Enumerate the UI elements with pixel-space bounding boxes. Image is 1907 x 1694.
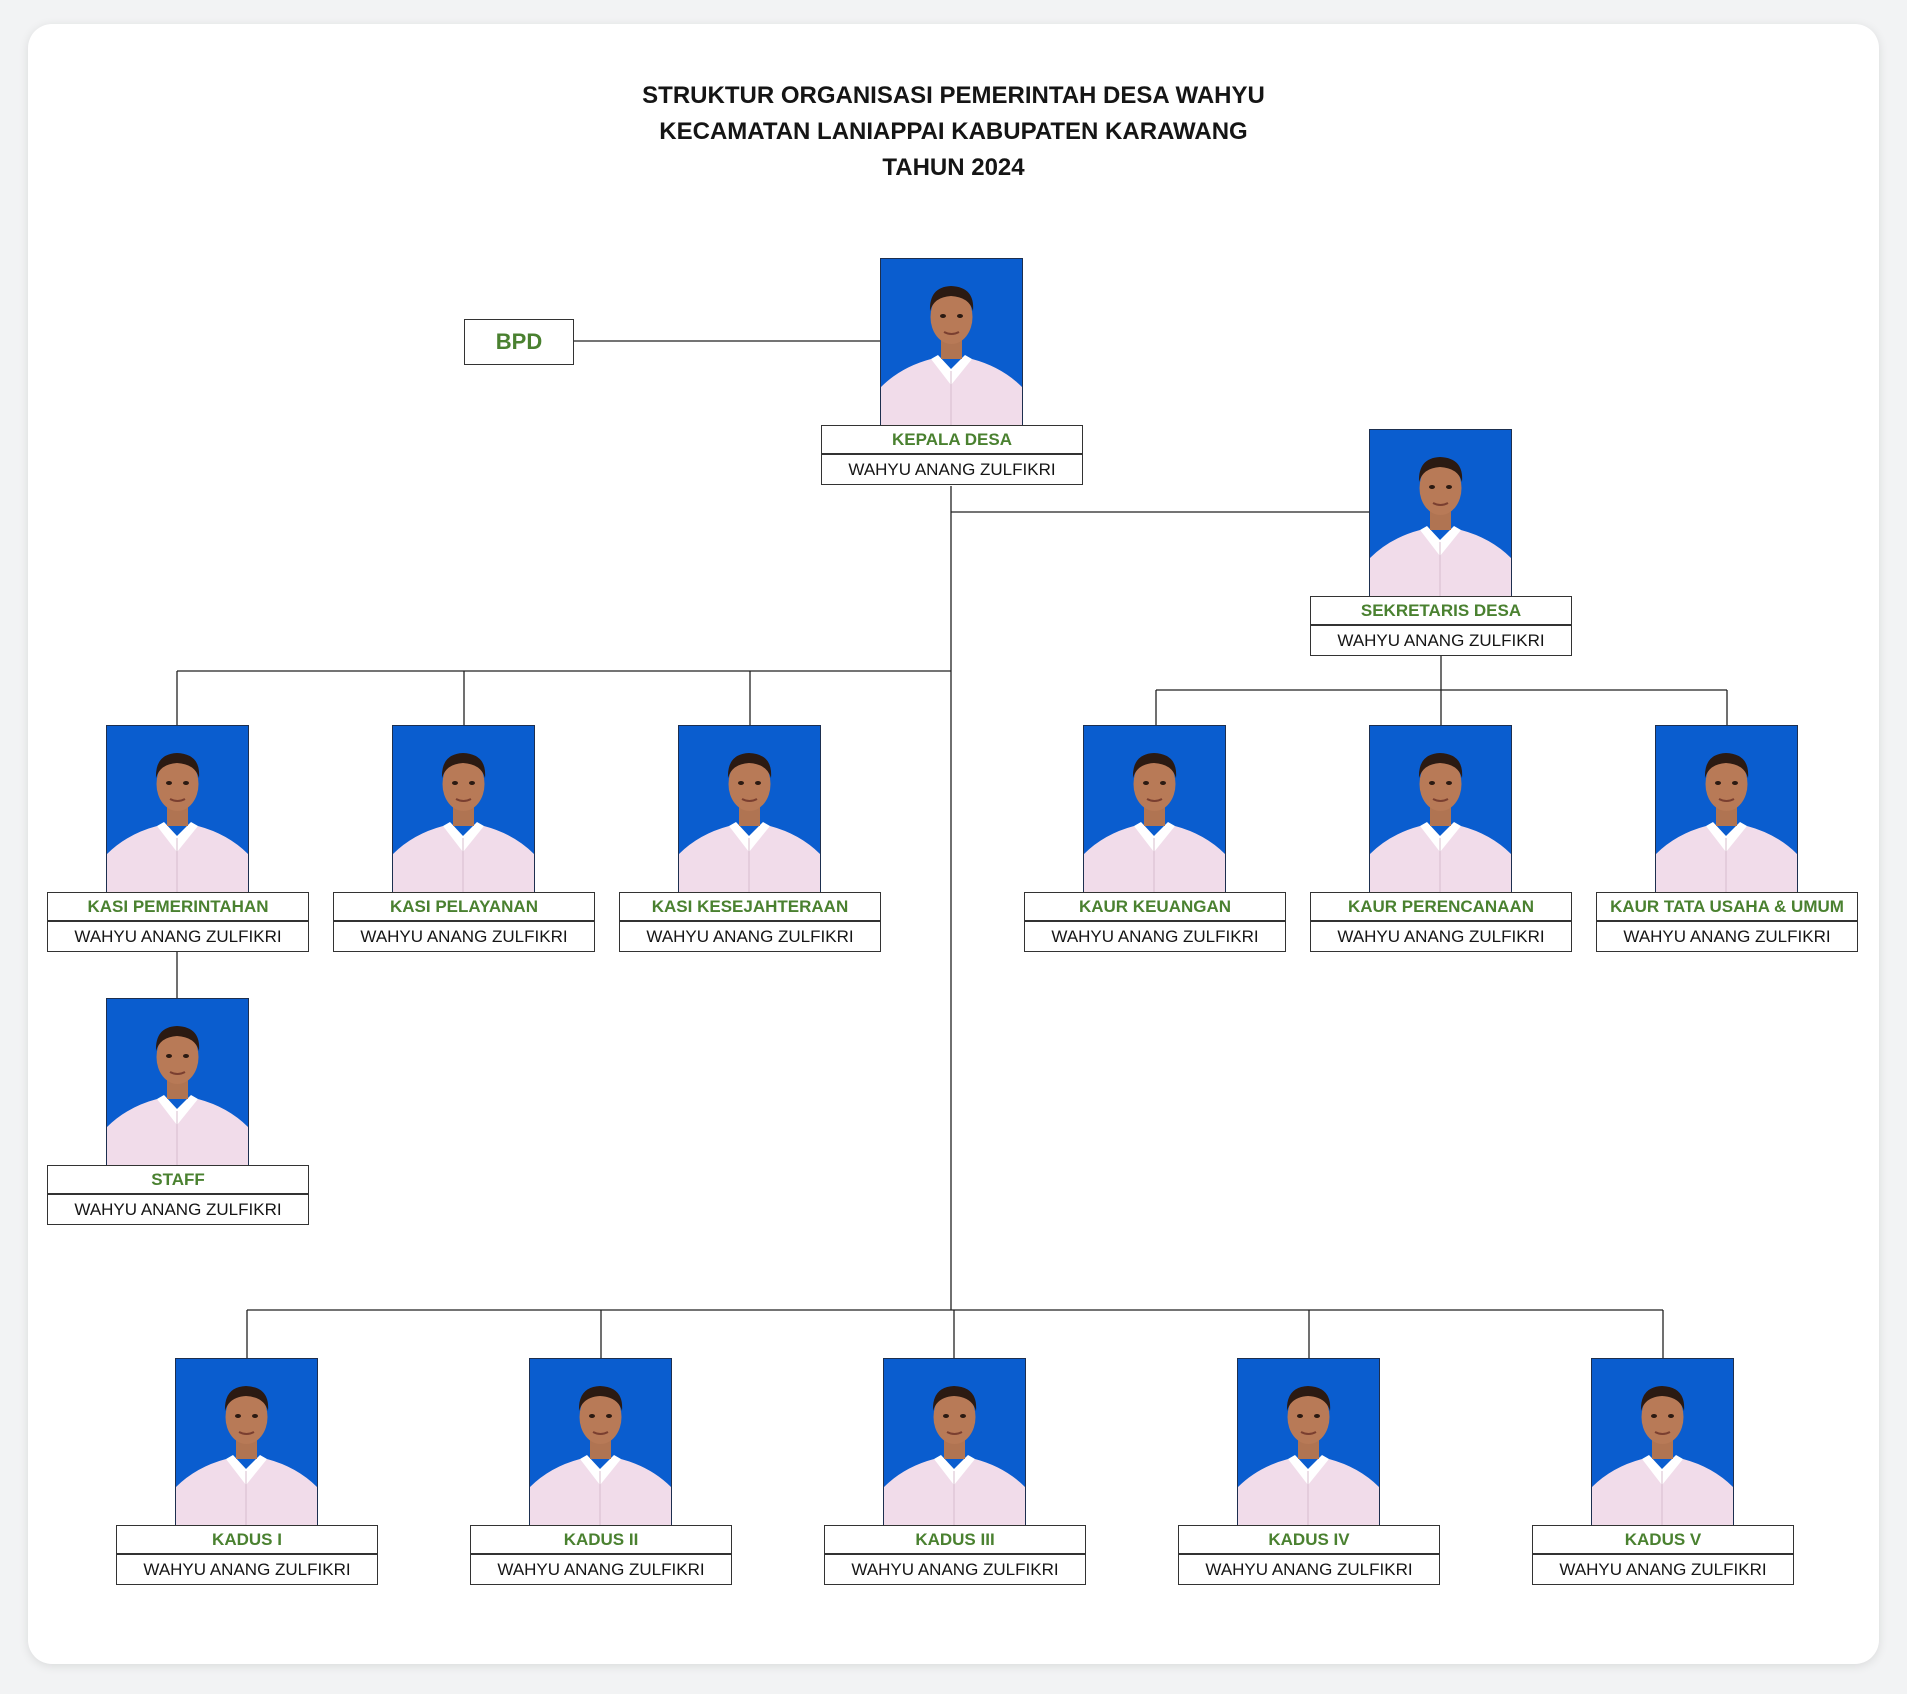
person-name: WAHYU ANANG ZULFIKRI — [1532, 1554, 1794, 1585]
node-kaur-keuangan: KAUR KEUANGAN WAHYU ANANG ZULFIKRI — [1024, 725, 1286, 952]
box-divider — [1178, 1553, 1440, 1554]
node-kaur-tata-usaha: KAUR TATA USAHA & UMUM WAHYU ANANG ZULFI… — [1596, 725, 1858, 952]
person-photo — [175, 1358, 318, 1527]
position-title: SEKRETARIS DESA — [1310, 596, 1572, 625]
box-divider — [824, 1553, 1086, 1554]
box-divider — [1024, 920, 1286, 921]
position-title: KASI PELAYANAN — [333, 892, 595, 921]
position-title: STAFF — [47, 1165, 309, 1194]
person-name: WAHYU ANANG ZULFIKRI — [821, 454, 1083, 485]
person-photo — [106, 998, 249, 1167]
position-title: KADUS V — [1532, 1525, 1794, 1554]
person-photo — [880, 258, 1023, 427]
box-divider — [821, 453, 1083, 454]
person-name: WAHYU ANANG ZULFIKRI — [1310, 921, 1572, 952]
node-kaur-perencanaan: KAUR PERENCANAAN WAHYU ANANG ZULFIKRI — [1310, 725, 1572, 952]
bpd-box: BPD — [464, 319, 574, 365]
node-staff: STAFF WAHYU ANANG ZULFIKRI — [47, 998, 309, 1225]
node-kasi-pemerintahan: KASI PEMERINTAHAN WAHYU ANANG ZULFIKRI — [47, 725, 309, 952]
person-name: WAHYU ANANG ZULFIKRI — [824, 1554, 1086, 1585]
node-kadus-1: KADUS I WAHYU ANANG ZULFIKRI — [116, 1358, 378, 1585]
node-kasi-kesejahteraan: KASI KESEJAHTERAAN WAHYU ANANG ZULFIKRI — [619, 725, 881, 952]
node-kasi-pelayanan: KASI PELAYANAN WAHYU ANANG ZULFIKRI — [333, 725, 595, 952]
person-photo — [1369, 429, 1512, 598]
box-divider — [1532, 1553, 1794, 1554]
position-title: KAUR TATA USAHA & UMUM — [1596, 892, 1858, 921]
person-name: WAHYU ANANG ZULFIKRI — [619, 921, 881, 952]
person-name: WAHYU ANANG ZULFIKRI — [116, 1554, 378, 1585]
person-name: WAHYU ANANG ZULFIKRI — [1178, 1554, 1440, 1585]
person-name: WAHYU ANANG ZULFIKRI — [47, 921, 309, 952]
position-title: KADUS II — [470, 1525, 732, 1554]
person-name: WAHYU ANANG ZULFIKRI — [1596, 921, 1858, 952]
box-divider — [1596, 920, 1858, 921]
node-kadus-5: KADUS V WAHYU ANANG ZULFIKRI — [1532, 1358, 1794, 1585]
box-divider — [619, 920, 881, 921]
person-photo — [1655, 725, 1798, 894]
position-title: KADUS I — [116, 1525, 378, 1554]
person-name: WAHYU ANANG ZULFIKRI — [1024, 921, 1286, 952]
position-title: KEPALA DESA — [821, 425, 1083, 454]
node-kepala-desa: KEPALA DESA WAHYU ANANG ZULFIKRI — [821, 258, 1083, 485]
box-divider — [47, 920, 309, 921]
node-kadus-4: KADUS IV WAHYU ANANG ZULFIKRI — [1178, 1358, 1440, 1585]
person-name: WAHYU ANANG ZULFIKRI — [333, 921, 595, 952]
node-kadus-2: KADUS II WAHYU ANANG ZULFIKRI — [470, 1358, 732, 1585]
position-title: KASI KESEJAHTERAAN — [619, 892, 881, 921]
person-name: WAHYU ANANG ZULFIKRI — [47, 1194, 309, 1225]
box-divider — [116, 1553, 378, 1554]
box-divider — [47, 1193, 309, 1194]
node-sekretaris-desa: SEKRETARIS DESA WAHYU ANANG ZULFIKRI — [1310, 429, 1572, 656]
box-divider — [1310, 624, 1572, 625]
person-photo — [1083, 725, 1226, 894]
person-photo — [883, 1358, 1026, 1527]
chart-title-line-3: TAHUN 2024 — [882, 154, 1025, 181]
chart-title-line-1: STRUKTUR ORGANISASI PEMERINTAH DESA WAHY… — [642, 82, 1265, 109]
position-title: KASI PEMERINTAHAN — [47, 892, 309, 921]
person-photo — [1591, 1358, 1734, 1527]
position-title: KADUS IV — [1178, 1525, 1440, 1554]
person-photo — [1369, 725, 1512, 894]
box-divider — [1310, 920, 1572, 921]
chart-title-line-2: KECAMATAN LANIAPPAI KABUPATEN KARAWANG — [659, 118, 1248, 145]
person-name: WAHYU ANANG ZULFIKRI — [470, 1554, 732, 1585]
person-photo — [106, 725, 249, 894]
person-photo — [1237, 1358, 1380, 1527]
position-title: KADUS III — [824, 1525, 1086, 1554]
person-photo — [392, 725, 535, 894]
position-title: KAUR PERENCANAAN — [1310, 892, 1572, 921]
person-photo — [529, 1358, 672, 1527]
position-title: KAUR KEUANGAN — [1024, 892, 1286, 921]
person-name: WAHYU ANANG ZULFIKRI — [1310, 625, 1572, 656]
node-kadus-3: KADUS III WAHYU ANANG ZULFIKRI — [824, 1358, 1086, 1585]
box-divider — [333, 920, 595, 921]
box-divider — [470, 1553, 732, 1554]
person-photo — [678, 725, 821, 894]
